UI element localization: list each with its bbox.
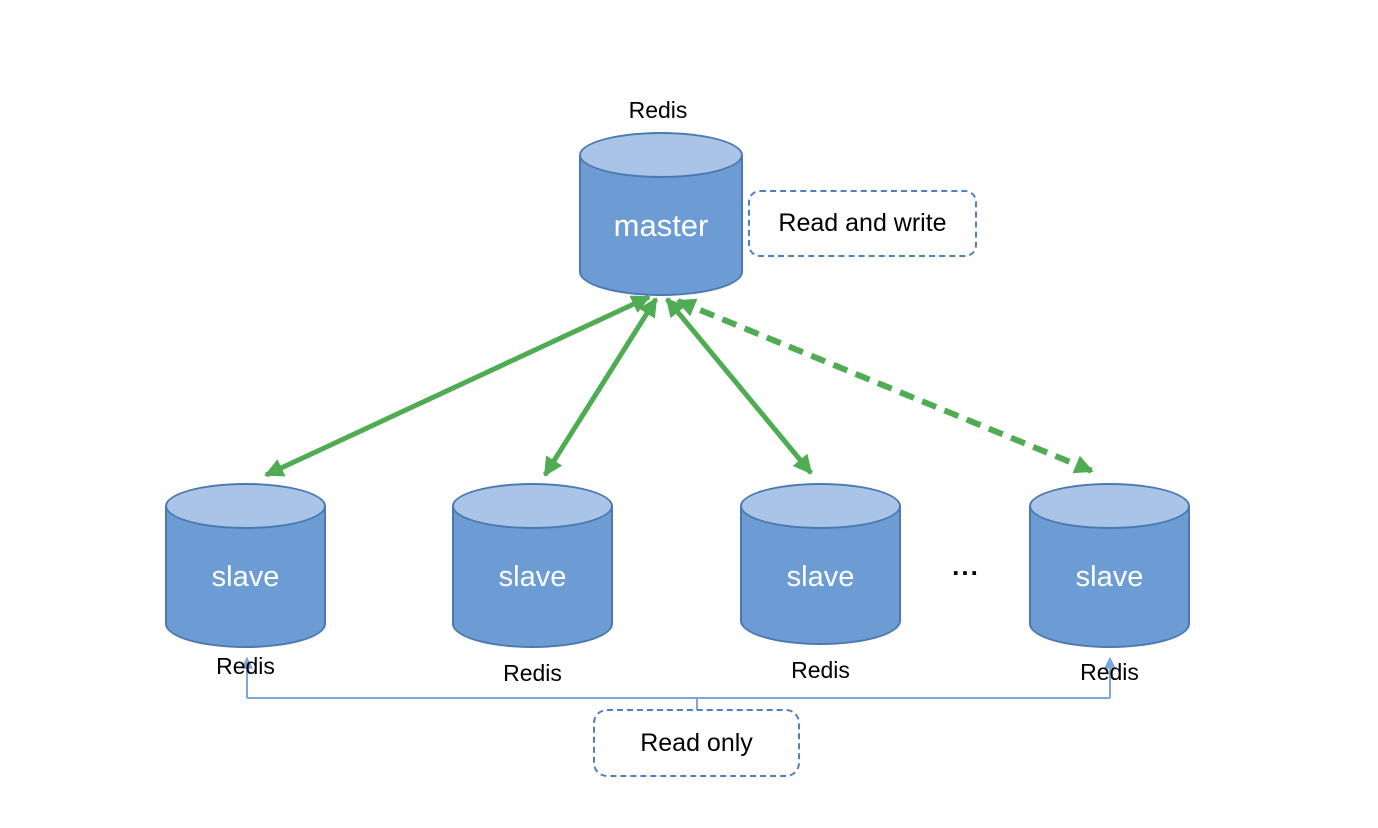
- master-cylinder: master: [579, 132, 743, 296]
- cylinder-body: [579, 155, 743, 296]
- slave3-cylinder: slave: [740, 483, 901, 645]
- slave1-cylinder-label: slave: [211, 561, 280, 593]
- replication-arrow-slave3: [665, 297, 813, 475]
- read-and-write-annotation: Read and write: [748, 190, 977, 257]
- replication-arrow-slave1: [264, 294, 651, 478]
- slave4-redis-label: Redis: [1080, 659, 1139, 685]
- cylinder-top-ellipse: [165, 483, 326, 529]
- slave2-cylinder: slave: [452, 483, 613, 648]
- read-only-text: Read only: [640, 728, 753, 757]
- slave4-cylinder: slave: [1029, 483, 1190, 648]
- cylinder-body: [1029, 506, 1190, 648]
- replication-arrow-slave4-dashed: [676, 298, 1094, 474]
- slave2-redis-label: Redis: [503, 660, 562, 686]
- cylinder-top-ellipse: [579, 132, 743, 178]
- cylinder-body: [452, 506, 613, 648]
- slave4-cylinder-label: slave: [1075, 561, 1144, 593]
- cylinder-body: [165, 506, 326, 648]
- more-slaves-ellipsis: ...: [952, 551, 980, 581]
- read-only-annotation: Read only: [593, 709, 800, 777]
- slave1-redis-label: Redis: [216, 653, 275, 679]
- slave2-cylinder-label: slave: [498, 561, 567, 593]
- master-redis-label: Redis: [628, 97, 688, 123]
- cylinder-top-ellipse: [452, 483, 613, 529]
- slave1-cylinder: slave: [165, 483, 326, 648]
- master-cylinder-label: master: [613, 208, 709, 243]
- cylinder-body: [740, 506, 901, 645]
- slave3-redis-label: Redis: [791, 657, 850, 683]
- cylinder-top-ellipse: [740, 483, 901, 529]
- cylinder-top-ellipse: [1029, 483, 1190, 529]
- read-and-write-text: Read and write: [778, 209, 947, 237]
- slave3-cylinder-label: slave: [786, 561, 855, 593]
- replication-arrow-slave2: [542, 297, 659, 477]
